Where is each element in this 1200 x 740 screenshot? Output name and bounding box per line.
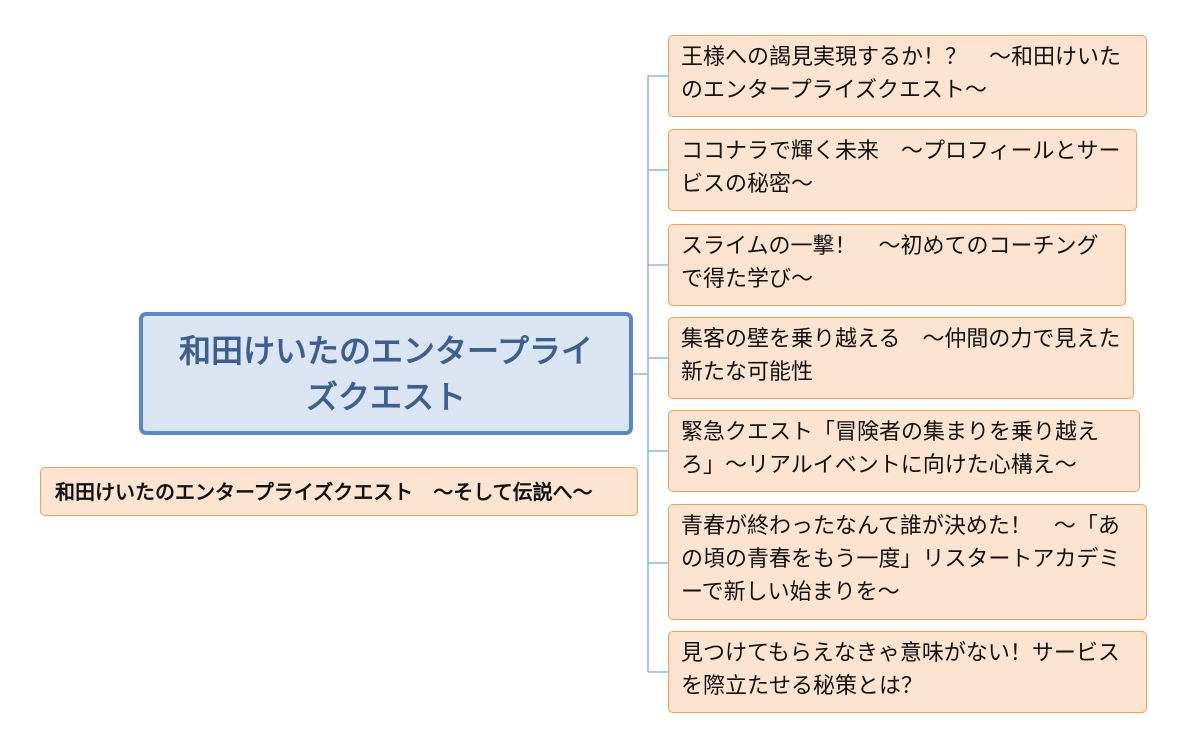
subtopic-label: 青春が終わったなんて誰が決めた！ ～「あの頃の青春をもう一度」リスタートアカデミ…	[681, 514, 1121, 605]
left-topic-label: 和田けいたのエンタープライズクエスト ～そして伝説へ～	[55, 480, 593, 504]
subtopic-label: 緊急クエスト「冒険者の集まりを乗り越えろ」～リアルイベントに向けた心構え～	[681, 420, 1100, 478]
central-topic-label: 和田けいたのエンタープライズクエスト	[178, 331, 594, 416]
left-topic[interactable]: 和田けいたのエンタープライズクエスト ～そして伝説へ～	[40, 467, 638, 516]
central-topic[interactable]: 和田けいたのエンタープライズクエスト	[139, 312, 633, 435]
subtopic-1[interactable]: 王様への謁見実現するか！？ ～和田けいたのエンタープライズクエスト～	[668, 35, 1147, 117]
subtopic-5[interactable]: 緊急クエスト「冒険者の集まりを乗り越えろ」～リアルイベントに向けた心構え～	[668, 410, 1140, 492]
subtopic-3[interactable]: スライムの一撃！ ～初めてのコーチングで得た学び～	[668, 224, 1126, 306]
subtopic-4[interactable]: 集客の壁を乗り越える ～仲間の力で見えた新たな可能性	[668, 317, 1134, 399]
subtopic-label: 集客の壁を乗り越える ～仲間の力で見えた新たな可能性	[681, 327, 1121, 385]
subtopic-label: スライムの一撃！ ～初めてのコーチングで得た学び～	[681, 234, 1099, 292]
subtopic-label: ココナラで輝く未来 ～プロフィールとサービスの秘密～	[681, 139, 1121, 197]
subtopic-label: 見つけてもらえなきゃ意味がない！サービスを際立たせる秘策とは？	[681, 641, 1120, 699]
subtopic-7[interactable]: 見つけてもらえなきゃ意味がない！サービスを際立たせる秘策とは？	[668, 631, 1147, 713]
subtopic-6[interactable]: 青春が終わったなんて誰が決めた！ ～「あの頃の青春をもう一度」リスタートアカデミ…	[668, 504, 1147, 620]
subtopic-2[interactable]: ココナラで輝く未来 ～プロフィールとサービスの秘密～	[668, 129, 1137, 211]
subtopic-label: 王様への謁見実現するか！？ ～和田けいたのエンタープライズクエスト～	[681, 45, 1122, 103]
